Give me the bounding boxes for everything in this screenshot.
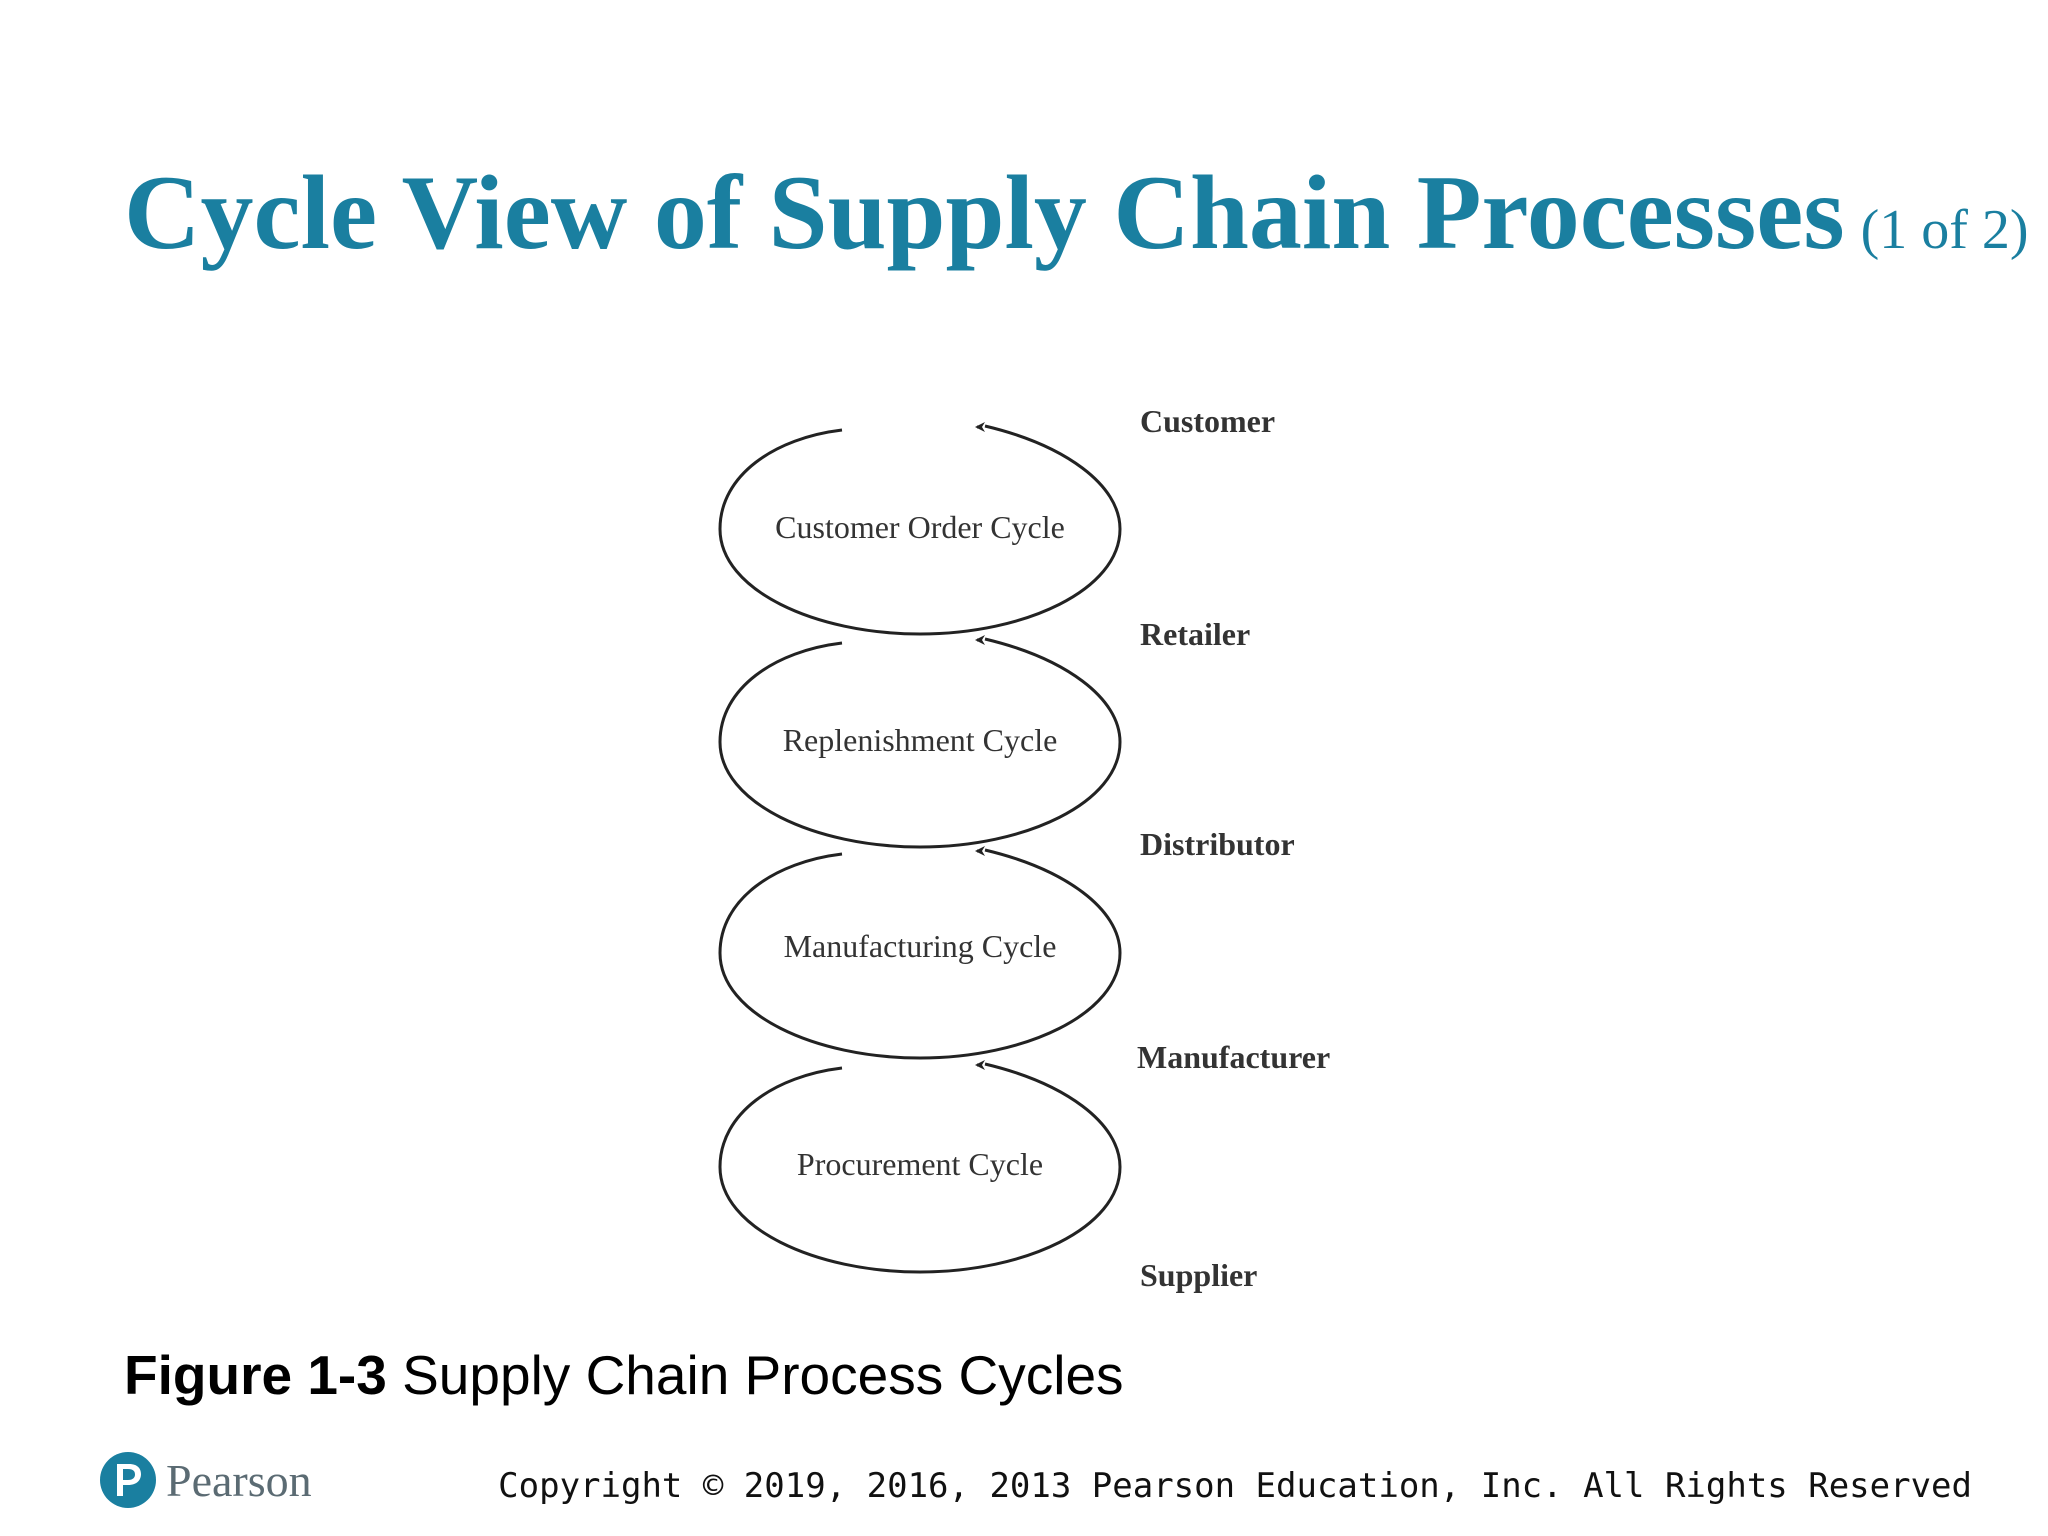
stage-label-customer: Customer — [1140, 403, 1275, 439]
figure-caption: Figure 1-3 Supply Chain Process Cycles — [124, 1348, 1124, 1403]
cycle-manufacturing: Manufacturing Cycle — [718, 846, 1122, 1060]
cycle-replenishment: Replenishment Cycle — [718, 635, 1122, 849]
cycle-loop-3 — [718, 848, 1122, 1060]
title-part-indicator: (1 of 2) — [1860, 199, 2029, 261]
stage-label-distributor: Distributor — [1140, 826, 1295, 862]
cycle-label: Manufacturing Cycle — [784, 928, 1057, 964]
cycle-loop-4 — [718, 1062, 1122, 1274]
cycle-customer-order: Customer Order Cycle — [718, 422, 1122, 636]
cycle-label: Procurement Cycle — [797, 1146, 1043, 1182]
stage-label-manufacturer: Manufacturer — [1137, 1039, 1330, 1075]
pearson-logo: Pearson — [100, 1448, 312, 1512]
copyright-notice: Copyright © 2019, 2016, 2013 Pearson Edu… — [498, 1466, 1972, 1506]
stage-label-retailer: Retailer — [1140, 616, 1250, 652]
cycle-label: Replenishment Cycle — [783, 722, 1058, 758]
cycle-procurement: Procurement Cycle — [718, 1060, 1122, 1274]
pearson-p-glyph — [117, 1464, 141, 1496]
figure-number: Figure 1-3 — [124, 1344, 387, 1406]
pearson-p-icon — [100, 1452, 156, 1508]
pearson-wordmark: Pearson — [166, 1454, 312, 1506]
stage-label-supplier: Supplier — [1140, 1257, 1257, 1293]
title-main: Cycle View of Supply Chain Processes — [124, 154, 1845, 271]
cycle-loop-1 — [718, 424, 1122, 636]
cycle-label: Customer Order Cycle — [775, 509, 1065, 545]
slide-title: Cycle View of Supply Chain Processes(1 o… — [124, 160, 2029, 266]
figure-title: Supply Chain Process Cycles — [402, 1344, 1124, 1406]
cycle-loop-2 — [718, 637, 1122, 849]
